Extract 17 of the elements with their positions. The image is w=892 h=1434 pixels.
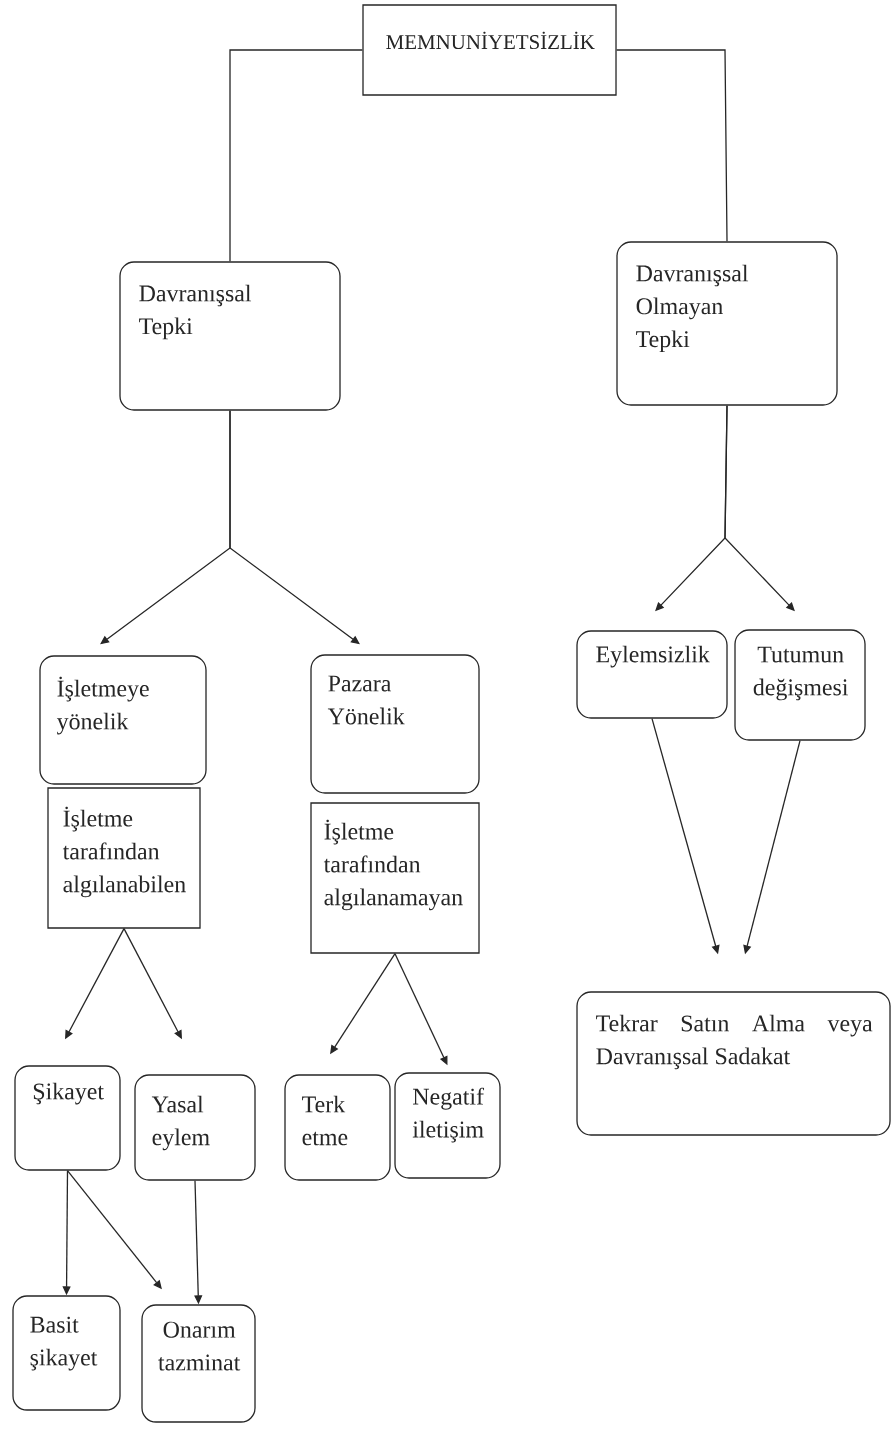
process-box: Davranışsal Olmayan Tepki	[616, 241, 838, 406]
process-box: İşletmeye yönelik	[39, 655, 207, 785]
arrow	[229, 410, 360, 645]
process-box: Şikayet	[14, 1065, 121, 1171]
process-box: Pazara Yönelik	[310, 654, 480, 794]
process-box: İşletme tarafından algılanabilen	[47, 787, 201, 929]
process-box: Tekrar Satın Alma veya Davranışsal Sadakat	[576, 991, 891, 1136]
title-box: MEMNUNİYETSİZLİK	[362, 4, 617, 96]
process-box: Onarım tazminat	[141, 1304, 256, 1423]
process-box: Terk etme	[284, 1074, 391, 1181]
process-box: Tutumun değişmesi	[734, 629, 866, 741]
process-box: Eylemsizlik	[576, 630, 728, 719]
process-box: Yasal eylem	[134, 1074, 256, 1181]
process-box: Basit şikayet	[12, 1295, 121, 1411]
process-box: Davranışsal Tepki	[119, 261, 341, 411]
process-box: İşletme tarafından algılanamayan	[310, 802, 480, 954]
process-box: Negatif iletişim	[394, 1072, 501, 1179]
